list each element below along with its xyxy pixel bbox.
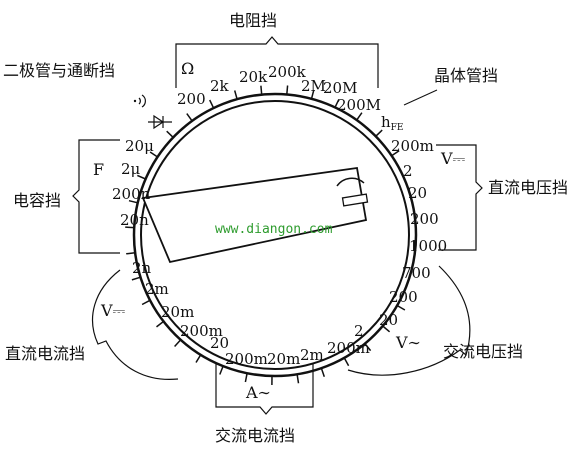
tick-mark [132,277,141,280]
tick-mark [397,306,405,311]
tick-mark [142,300,150,304]
tick-mark [220,366,223,374]
resistance-label: 电阻挡 [229,11,277,30]
tick-label: 200m [180,322,223,340]
tick-label: 2μ [121,160,141,178]
tick-mark [196,355,201,363]
selector-bar[interactable] [143,168,366,262]
tick-label: 200m [225,350,268,368]
tick-label: 200n [112,185,151,203]
farad-symbol: F [93,160,104,179]
tick-label: 2 [403,162,413,180]
dc-voltage-label: 直流电压挡 [488,178,568,197]
buzzer-icon [134,95,146,107]
tick-mark [167,131,174,137]
tick-mark [175,340,181,347]
tick-label: 20m [161,303,194,321]
tick-mark [157,321,164,327]
diode-label: 二极管与通断挡 [3,61,115,80]
tick-label: 200 [389,288,418,306]
tick-label: 20m [267,350,300,368]
capacitance-label: 电容挡 [13,191,61,210]
watermark-text: www.diangon.com [215,222,333,237]
tick-label: 20k [239,68,268,86]
tick-label: 20 [379,311,398,329]
tick-label: 200M [337,96,381,114]
tick-mark [245,373,247,382]
tick-mark [297,374,298,383]
dc-current-symbol: V⎓ [100,301,126,320]
tick-mark [376,130,383,136]
tick-label: 2 [354,322,364,340]
tick-mark [344,358,348,366]
ohm-symbol: Ω [181,59,194,78]
ac-current-symbol: A∼ [245,383,271,402]
tick-mark [287,86,288,95]
tick-mark [261,86,262,95]
tick-label: 200 [177,90,206,108]
tick-mark [235,91,237,100]
tick-label: 200 [410,210,439,228]
dc-voltage-symbol: V⎓ [440,149,466,168]
tick-label: 20n [120,211,149,229]
tick-label: 2m [300,346,324,364]
ac-current-label: 交流电流挡 [215,426,295,445]
diode-icon [148,116,172,128]
tick-label: 20 [408,184,427,202]
tick-label: 200m [391,137,434,155]
tick-mark [126,253,135,254]
dc-current-label: 直流电流挡 [5,344,85,363]
tick-label: 20μ [125,137,154,155]
ac-voltage-label: 交流电压挡 [443,342,523,361]
tick-mark [321,368,324,377]
tick-label: 2m [145,280,169,298]
tick-label: 2k [210,77,230,95]
tick-label: 700 [402,264,431,282]
tick-label: 2n [132,259,152,277]
tick-label: 200m [327,339,370,357]
hfe-symbol: hFE [381,113,404,133]
transistor-leader [404,90,437,105]
tick-mark [187,114,192,121]
ac-voltage-symbol: V∼ [395,333,421,352]
tick-label: 20M [323,79,357,97]
tick-label: 1000 [409,237,447,255]
transistor-label: 晶体管挡 [434,66,498,85]
tick-mark [210,100,214,108]
selector-knob[interactable] [143,168,367,262]
